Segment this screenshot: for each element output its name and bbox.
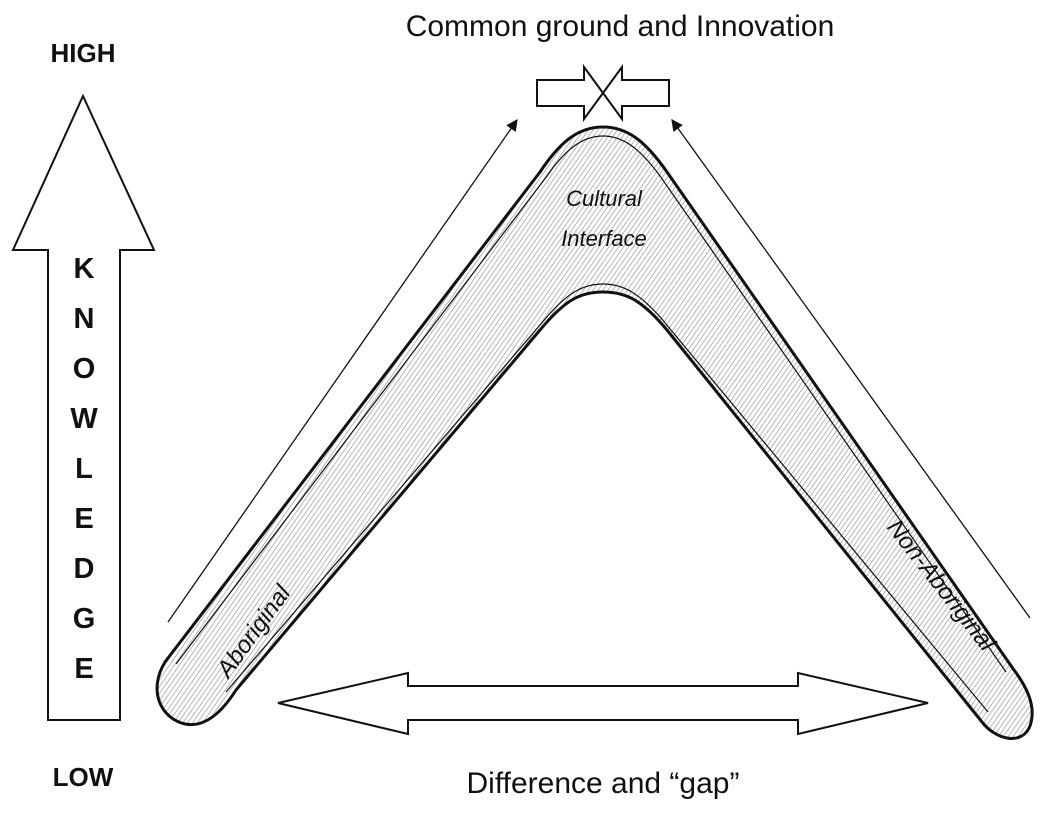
knowledge-letter: D [74, 553, 95, 585]
knowledge-vertical-label: K N O W L E D G E [70, 253, 98, 685]
cultural-interface-label-line2: Interface [561, 226, 647, 251]
knowledge-letter: G [73, 603, 96, 635]
knowledge-letter: K [74, 253, 95, 285]
right-rising-arrow-icon [671, 119, 1031, 619]
knowledge-letter: L [75, 453, 93, 485]
knowledge-letter: O [73, 353, 96, 385]
left-rising-arrow-icon [167, 119, 518, 623]
top-caption: Common ground and Innovation [406, 10, 835, 43]
low-label: LOW [53, 762, 114, 792]
knowledge-up-arrow-icon [11, 93, 156, 721]
knowledge-letter: E [74, 653, 93, 685]
gap-double-arrow-icon [277, 671, 929, 736]
bottom-caption: Difference and “gap” [467, 767, 740, 800]
cultural-interface-label-line1: Cultural [566, 186, 643, 211]
knowledge-letter: W [70, 403, 98, 435]
knowledge-letter: N [74, 303, 95, 335]
high-label: HIGH [51, 38, 116, 68]
converging-arrows-icon [536, 63, 670, 123]
knowledge-letter: E [74, 503, 93, 535]
boomerang-shape [155, 125, 1034, 740]
